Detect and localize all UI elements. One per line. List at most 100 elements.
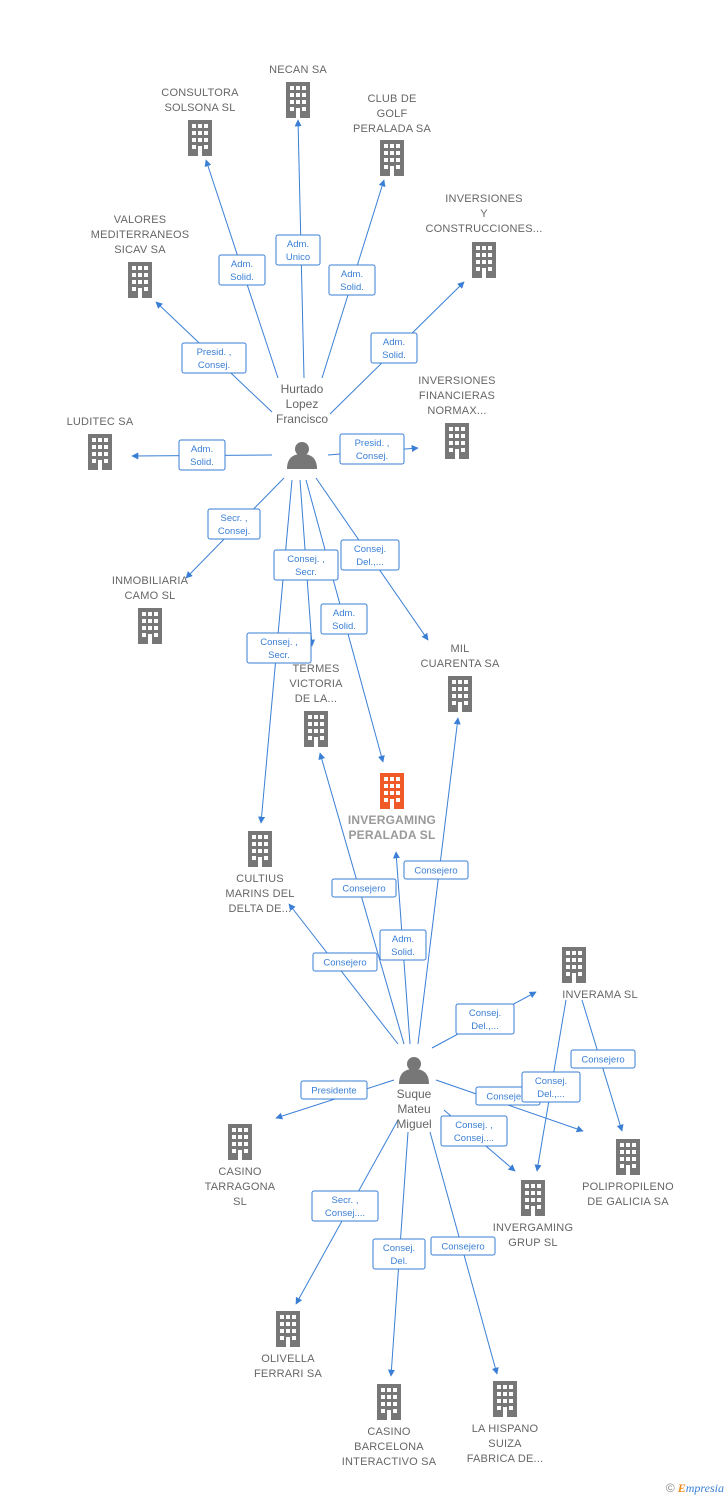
node-label-line: INVERGAMING	[493, 1222, 573, 1234]
node-label-line: DE GALICIA SA	[587, 1196, 669, 1208]
edge-label-suque-mil[interactable]: Consejero	[403, 860, 469, 880]
edge-label-box	[275, 234, 321, 266]
node-label-line: DE LA...	[295, 693, 338, 705]
edge-label-text: Del.,...	[471, 1021, 498, 1032]
building-icon	[304, 711, 328, 747]
company-node-inverama[interactable]: INVERAMA SL	[562, 947, 638, 1001]
node-label-line: Miguel	[396, 1117, 431, 1131]
edge-label-hurtado-invergaming_peralada[interactable]: Adm.Solid.	[320, 603, 368, 635]
edge-label-hurtado-inversiones_y[interactable]: Adm.Solid.	[370, 332, 418, 364]
node-label-line: Y	[480, 208, 488, 220]
building-icon	[445, 423, 469, 459]
edge-label-box	[246, 632, 312, 664]
edge-label-text: Secr. ,	[221, 513, 248, 524]
node-label-line: SUIZA	[488, 1438, 522, 1450]
edge-label-suque-barcelona[interactable]: Consej.Del.	[372, 1238, 426, 1270]
building-icon	[562, 947, 586, 983]
edge-label-text: Adm.	[287, 239, 309, 250]
node-label-line: CULTIUS	[236, 873, 284, 885]
edge-label-hurtado-mil[interactable]: Consej.Del.,...	[340, 539, 400, 571]
edge-label-text: Consej.	[198, 360, 230, 371]
node-label-line: INTERACTIVO SA	[342, 1456, 437, 1468]
edge-label-text: Consej....	[454, 1133, 494, 1144]
edge-label-suque-termes[interactable]: Consejero	[331, 878, 397, 898]
edge-label-text: Consej....	[325, 1208, 365, 1219]
edge-label-hurtado-valores[interactable]: Presid. , Consej.	[181, 342, 247, 374]
brand-initial: E	[677, 1481, 686, 1495]
edge-label-inverama-polipropileno[interactable]: Consejero	[570, 1049, 636, 1069]
edge-label-suque-hispano[interactable]: Consejero	[430, 1236, 496, 1256]
edge-label-suque-olivella[interactable]: Secr. ,Consej....	[311, 1190, 379, 1222]
node-label-line: OLIVELLA	[261, 1353, 315, 1365]
node-label-line: GOLF	[377, 108, 408, 120]
edge-label-hurtado-termes[interactable]: Consej. ,Secr.	[273, 549, 339, 581]
edge-label-hurtado-camo[interactable]: Secr. , Consej.	[207, 508, 261, 540]
building-icon	[380, 773, 404, 809]
edge-label-text: Adm.	[191, 444, 213, 455]
node-label-line: Lopez	[286, 397, 319, 411]
edge-label-box	[372, 1238, 426, 1270]
edge-label-box	[312, 952, 378, 972]
node-label-line: PERALADA SL	[348, 828, 435, 842]
edge-labels-layer: Adm.UnicoAdm.Solid.Adm.Solid.Adm.Solid.P…	[178, 234, 636, 1270]
node-label-line: CAMO SL	[125, 590, 176, 602]
building-icon	[380, 140, 404, 176]
edge-label-box	[181, 342, 247, 374]
edge-label-text: Consej.	[356, 451, 388, 462]
edge-label-hurtado-financieras[interactable]: Presid. ,Consej.	[339, 433, 405, 465]
node-label-line: CASINO	[367, 1426, 411, 1438]
node-label-line: SICAV SA	[114, 244, 166, 256]
edge-label-text: Consejero	[342, 884, 385, 895]
edge-label-suque-tarragona[interactable]: Presidente	[300, 1080, 368, 1100]
edge-label-text: Presidente	[311, 1086, 356, 1097]
node-label-line: CASINO	[218, 1166, 262, 1178]
node-label-line: FABRICA DE...	[467, 1453, 544, 1465]
edge-label-inverama-grup[interactable]: Consej.Del.,...	[521, 1071, 581, 1103]
edge-label-hurtado-golf[interactable]: Adm. Solid.	[328, 264, 376, 296]
edge-label-text: Consej. ,	[287, 554, 325, 565]
edge-label-hurtado-necan[interactable]: Adm.Unico	[275, 234, 321, 266]
node-label-line: MEDITERRANEOS	[91, 229, 190, 241]
edge-label-hurtado-consultora[interactable]: Adm.Solid.	[218, 254, 266, 286]
edge-label-text: Solid.	[340, 282, 364, 293]
edge-label-text: Presid. ,	[197, 347, 232, 358]
edge-label-suque-grup[interactable]: Consej. ,Consej....	[440, 1115, 508, 1147]
edge-label-box	[340, 539, 400, 571]
company-node-financieras[interactable]: INVERSIONESFINANCIERASNORMAX...	[418, 375, 495, 459]
empresia-logo[interactable]: © Empresia	[666, 1481, 724, 1496]
copyright-symbol: ©	[665, 1481, 675, 1495]
edge-label-suque-invergaming_peralada[interactable]: Adm.Solid.	[379, 929, 427, 961]
edge-label-text: Consej.	[218, 526, 250, 537]
edge-label-text: Solid.	[190, 457, 214, 468]
edge-label-hurtado-cultius[interactable]: Consej. ,Secr.	[246, 632, 312, 664]
company-node-necan[interactable]: NECAN SA	[269, 64, 327, 118]
edge-label-suque-inverama[interactable]: Consej.Del.,...	[455, 1003, 515, 1035]
edge-label-hurtado-luditec[interactable]: Adm. Solid.	[178, 439, 226, 471]
brand-name: mpresia	[685, 1481, 724, 1495]
building-icon	[276, 1311, 300, 1347]
company-node-inversiones-y[interactable]: INVERSIONESYCONSTRUCCIONES...	[425, 193, 542, 278]
company-node-luditec[interactable]: LUDITEC SA	[67, 416, 134, 470]
node-label-line: CUARENTA SA	[420, 658, 499, 670]
edge-label-suque-cultius[interactable]: Consejero	[312, 952, 378, 972]
edge-label-box	[339, 433, 405, 465]
edge-label-text: Adm.	[341, 269, 363, 280]
edge-suque-termes	[318, 752, 405, 1045]
